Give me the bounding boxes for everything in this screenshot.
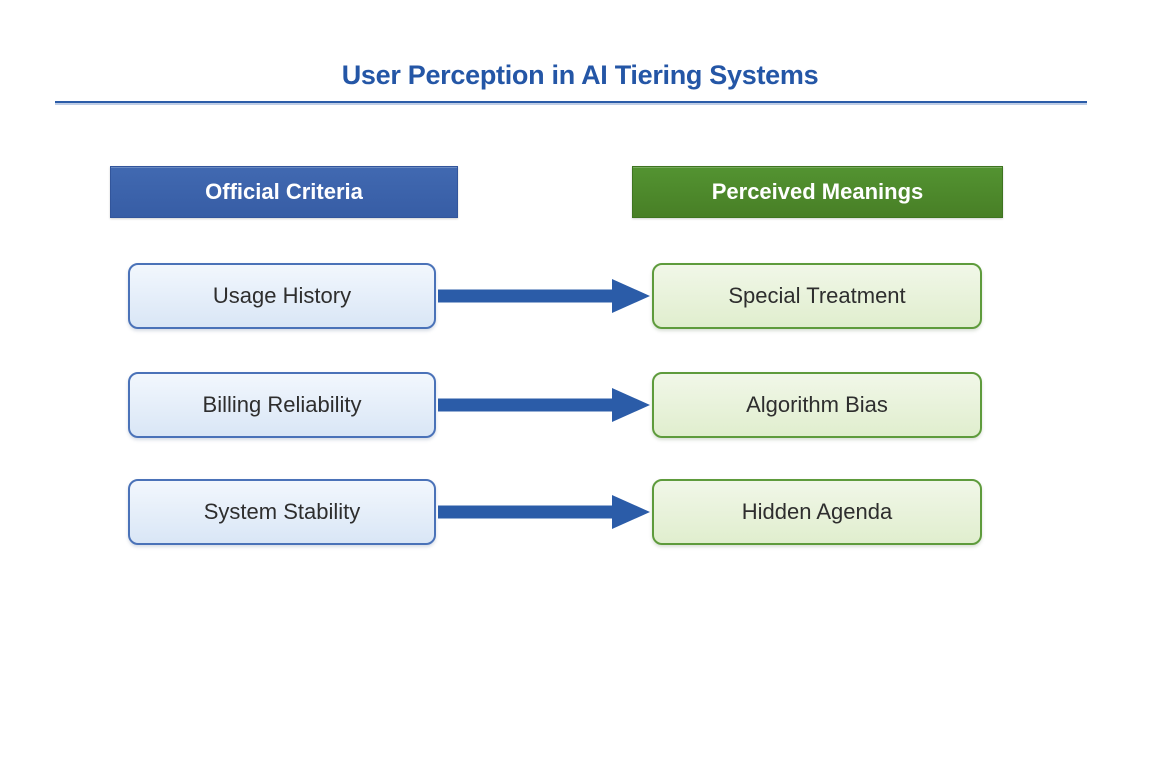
right-arrow-icon [438,495,650,529]
criteria-box-usage-history: Usage History [128,263,436,329]
meaning-box-special-treatment: Special Treatment [652,263,982,329]
arrow-head [612,279,650,313]
meaning-box-hidden-agenda: Hidden Agenda [652,479,982,545]
criteria-label: Billing Reliability [202,392,362,417]
column-header-label: Official Criteria [205,179,363,204]
column-header-official-criteria: Official Criteria [110,166,458,218]
column-header-perceived-meanings: Perceived Meanings [632,166,1003,218]
column-header-label: Perceived Meanings [711,179,924,204]
arrow-head [612,388,650,422]
title-divider [55,101,1087,103]
meaning-label: Special Treatment [728,283,906,308]
arrow-shaft [438,505,614,519]
criteria-label: Usage History [212,283,352,308]
meaning-label: Algorithm Bias [746,392,888,417]
right-arrow-icon [438,279,650,313]
criteria-label: System Stability [203,499,361,524]
arrow-shaft [438,289,614,303]
right-arrow-icon [438,388,650,422]
arrow-shaft [438,398,614,412]
meaning-box-algorithm-bias: Algorithm Bias [652,372,982,438]
meaning-label: Hidden Agenda [741,499,893,524]
arrow-head [612,495,650,529]
page-title: User Perception in AI Tiering Systems [341,60,819,90]
criteria-box-system-stability: System Stability [128,479,436,545]
criteria-box-billing-reliability: Billing Reliability [128,372,436,438]
